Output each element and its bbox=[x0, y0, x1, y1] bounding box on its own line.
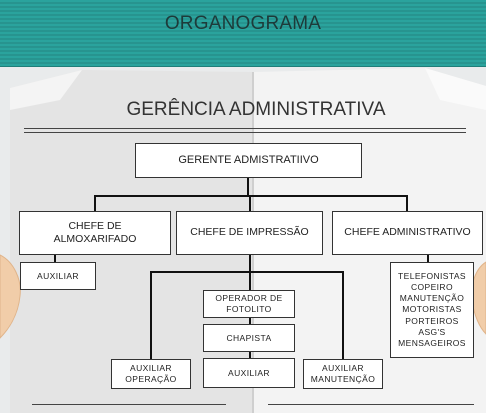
staff-item: ASG'S bbox=[418, 326, 446, 337]
warehouse-head-box: CHEFE DE ALMOXARIFADO bbox=[19, 211, 171, 255]
manager-label: GERENTE ADMISTRATIIVO bbox=[178, 153, 319, 166]
photolith-operator-box: OPERADOR DE FOTOLITO bbox=[203, 290, 295, 318]
assistant-label: AUXILIAR bbox=[228, 367, 270, 378]
staff-item: PORTEIROS bbox=[405, 315, 459, 326]
manager-box: GERENTE ADMISTRATIIVO bbox=[135, 143, 362, 178]
bottom-divider-right bbox=[268, 404, 474, 405]
header-band bbox=[0, 0, 486, 67]
staff-item: MANUTENÇÃO bbox=[399, 293, 465, 304]
printing-head-label: CHEFE DE IMPRESSÃO bbox=[190, 226, 309, 239]
assistant-box: AUXILIAR bbox=[203, 358, 295, 388]
left-hand-shape bbox=[0, 254, 21, 339]
administrative-head-box: CHEFE ADMINISTRATIVO bbox=[332, 211, 483, 255]
photolith-operator-label: OPERADOR DE FOTOLITO bbox=[215, 293, 283, 314]
plate-maker-label: CHAPISTA bbox=[226, 332, 272, 343]
warehouse-head-label: CHEFE DE ALMOXARIFADO bbox=[53, 219, 137, 245]
warehouse-assistant-box: AUXILIAR bbox=[20, 262, 96, 290]
plate-maker-box: CHAPISTA bbox=[203, 324, 295, 352]
maintenance-assistant-box: AUXILIAR MANUTENÇÃO bbox=[303, 359, 383, 389]
right-page-curl bbox=[425, 68, 486, 110]
header-title: ORGANOGRAMA bbox=[164, 13, 322, 34]
bottom-divider-left bbox=[32, 404, 226, 405]
staff-item: MOTORISTAS bbox=[402, 304, 462, 315]
operation-assistant-label: AUXILIAR OPERAÇÃO bbox=[125, 363, 177, 384]
warehouse-assistant-label: AUXILIAR bbox=[37, 270, 79, 281]
printing-head-box: CHEFE DE IMPRESSÃO bbox=[176, 211, 323, 255]
administrative-head-label: CHEFE ADMINISTRATIVO bbox=[344, 226, 471, 239]
section-title: GERÊNCIA ADMINISTRATIVA bbox=[126, 99, 386, 120]
left-page-curl bbox=[10, 70, 82, 110]
staff-item: TELEFONISTAS bbox=[398, 271, 466, 282]
title-divider-top bbox=[24, 128, 466, 129]
administrative-staff-box: TELEFONISTAS COPEIRO MANUTENÇÃO MOTORIST… bbox=[390, 262, 474, 358]
title-divider-bottom bbox=[24, 132, 466, 133]
staff-item: MENSAGEIROS bbox=[398, 337, 466, 348]
maintenance-assistant-label: AUXILIAR MANUTENÇÃO bbox=[310, 363, 376, 384]
staff-item: COPEIRO bbox=[410, 282, 453, 293]
operation-assistant-box: AUXILIAR OPERAÇÃO bbox=[111, 359, 191, 389]
